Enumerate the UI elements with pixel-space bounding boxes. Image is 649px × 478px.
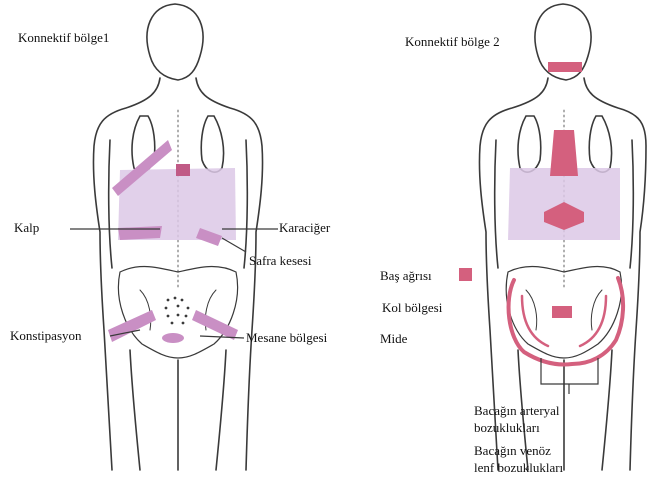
zone-head: [548, 62, 582, 72]
zone-bladder: [162, 333, 184, 343]
label-venoz-line1: Bacağın venöz: [474, 442, 563, 459]
label-venoz-line2: lenf bozuklukları: [474, 459, 563, 476]
label-mesane: Mesane bölgesi: [246, 330, 327, 345]
label-venoz: Bacağın venöz lenf bozuklukları: [474, 442, 563, 476]
label-safra-kesesi: Safra kesesi: [249, 253, 311, 268]
label-arteryal-line1: Bacağın arteryal: [474, 402, 560, 419]
label-karaciger: Karaciğer: [279, 220, 330, 235]
zone-liver-square: [176, 164, 190, 176]
zone-kalp-lower: [118, 226, 162, 240]
left-scapula-right: [201, 116, 223, 172]
right-title: Konnektif bölge 2: [405, 34, 500, 49]
sacrum-dots: [165, 297, 190, 325]
zone-mesane-right: [192, 310, 238, 340]
left-title: Konnektif bölge1: [18, 30, 109, 45]
label-mide: Mide: [380, 331, 407, 346]
label-bas-agrisi: Baş ağrısı: [380, 268, 432, 283]
label-kalp: Kalp: [14, 220, 39, 235]
label-konstipasyon: Konstipasyon: [10, 328, 82, 343]
label-arteryal-line2: bozuklukları: [474, 419, 560, 436]
label-kol-bolgesi: Kol bölgesi: [382, 300, 442, 315]
zone-mide-small: [552, 306, 572, 318]
left-zones: [108, 140, 238, 343]
legend-bas-agrisi-swatch: [459, 268, 472, 281]
zone-konstipasyon-left: [108, 310, 156, 342]
left-torso-outline: [93, 78, 160, 470]
left-head: [147, 4, 203, 80]
label-arteryal: Bacağın arteryal bozuklukları: [474, 402, 560, 436]
right-scapula-left: [518, 116, 541, 172]
zone-arm-trapezoid: [550, 130, 578, 176]
right-scapula-right: [589, 116, 611, 172]
